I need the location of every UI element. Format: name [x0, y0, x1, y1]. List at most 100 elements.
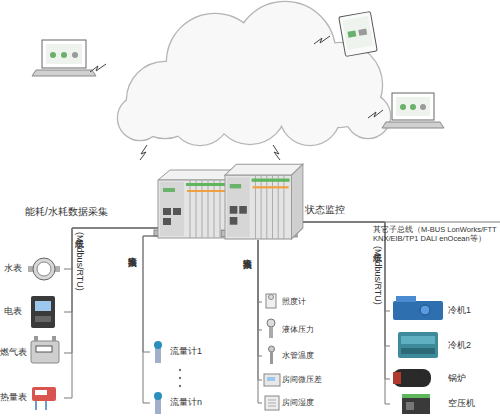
meter-node: 水表: [0, 256, 64, 282]
screen-block: [358, 28, 367, 35]
port: [230, 206, 238, 214]
humidity-sensor-icon: [265, 396, 279, 410]
bus-connector: [64, 228, 158, 353]
node-text: 房间微压差: [282, 376, 322, 385]
gauge-dot: [72, 52, 78, 58]
bus-connector: [143, 236, 158, 403]
controller-illustration: [221, 164, 303, 239]
bus-connector: [64, 228, 158, 312]
cpu-module: [160, 182, 184, 236]
sensor-node: 水管温度: [262, 346, 338, 366]
node-text: 冷机2: [448, 341, 471, 351]
cloud-lobe: [280, 85, 340, 145]
bus-label: 子总线(Modbus/RTU): [373, 246, 383, 305]
node-text: 电表: [4, 307, 22, 317]
cloud-lobe: [170, 85, 230, 145]
node-text: 燃气表: [0, 348, 27, 358]
probe: [36, 401, 46, 410]
flowmeter-icon: [154, 341, 162, 363]
cloud-fill: [118, 2, 390, 145]
node-text: 流量计1: [170, 347, 202, 357]
meter-node: 燃气表: [0, 339, 64, 367]
meter-window: [36, 346, 52, 352]
node-text: 水管温度: [282, 352, 314, 361]
controller-top: [225, 164, 303, 175]
node-text: 热量表: [0, 393, 27, 403]
cloud-lobe: [346, 94, 390, 138]
meter-body: [32, 387, 56, 401]
lightning-mark: [273, 145, 280, 160]
tablet-icon: [339, 12, 377, 57]
heat-meter-icon: [32, 387, 56, 410]
node-text: 能耗/水耗数据采集: [25, 206, 108, 217]
boiler-burner: [393, 372, 401, 384]
cloud-outline: [118, 2, 390, 145]
bus-connector: [303, 222, 390, 379]
meter-node: 热量表: [0, 384, 64, 412]
meter-body: [31, 341, 59, 363]
lightning-mark: [314, 36, 330, 44]
controller-node: 能耗/水耗数据采集: [158, 168, 240, 240]
pipe: [52, 336, 56, 341]
node-text: 锅炉: [448, 374, 466, 384]
dot: [179, 385, 181, 387]
chiller-icon: [393, 296, 443, 320]
module-slices: [255, 175, 284, 239]
gauge-dot: [61, 52, 67, 58]
water-meter-icon: [28, 258, 60, 280]
equipment-node: 空压机: [390, 392, 500, 416]
sensor-stem: [269, 327, 273, 338]
lightning-mark: [140, 145, 147, 160]
gauge-dot: [420, 104, 426, 110]
compressor-strip: [402, 394, 430, 398]
cloud-lobe: [170, 85, 230, 145]
bus-note: 其它子总线（M-BUS LonWorks/FTT KNX/EIB/TP1 DAL…: [373, 226, 500, 243]
controller-body: [158, 180, 228, 238]
cloud-lobe: [118, 96, 162, 140]
equipment-node: 冷机1: [390, 296, 500, 326]
node-text: 空压机: [448, 399, 475, 409]
node-text: 流量计n: [170, 398, 202, 408]
port: [239, 206, 247, 214]
sensor-screen: [267, 377, 275, 381]
status-led: [163, 188, 175, 192]
node-text: 状态监控: [305, 204, 345, 215]
ellipsis-dots: [179, 369, 181, 387]
bus-connector: [258, 240, 262, 380]
chiller-tank: [401, 348, 435, 354]
meter-body: [33, 258, 55, 280]
sensor-stem: [270, 351, 273, 364]
sensor-body: [266, 294, 276, 308]
node-text: 水表: [4, 264, 22, 274]
screen-block: [347, 30, 356, 37]
tablet-body: [339, 12, 377, 57]
sensor-node: 房间湿度: [262, 393, 338, 413]
pipe-temp-sensor-icon: [269, 346, 275, 364]
wireless-signals: [90, 36, 383, 160]
sensor-dome: [269, 295, 274, 300]
sensor-head: [267, 319, 275, 327]
controller-side: [292, 164, 303, 239]
flowmeter-node: 流量计n: [150, 391, 206, 415]
gauge-dot: [410, 104, 416, 110]
status-led: [230, 184, 241, 188]
sensor-grille: [268, 400, 276, 406]
pressure-sensor-icon: [267, 319, 275, 338]
compressor-panel: [406, 402, 414, 410]
electric-meter-icon: [31, 296, 55, 328]
sensor-body: [264, 374, 280, 386]
chiller-icon: [398, 332, 438, 358]
compressor-body: [402, 394, 430, 414]
meter-screen: [35, 301, 51, 311]
dot: [179, 377, 181, 379]
equipment-node: 锅炉: [390, 366, 500, 392]
bus-connector: [258, 240, 262, 302]
module-strip: [186, 183, 226, 186]
gauge-dot: [400, 104, 406, 110]
port: [163, 218, 171, 225]
laptop-icon: [32, 40, 96, 76]
module-strip: [252, 179, 290, 182]
laptop-screen: [42, 40, 86, 68]
module-leds: [253, 186, 289, 188]
